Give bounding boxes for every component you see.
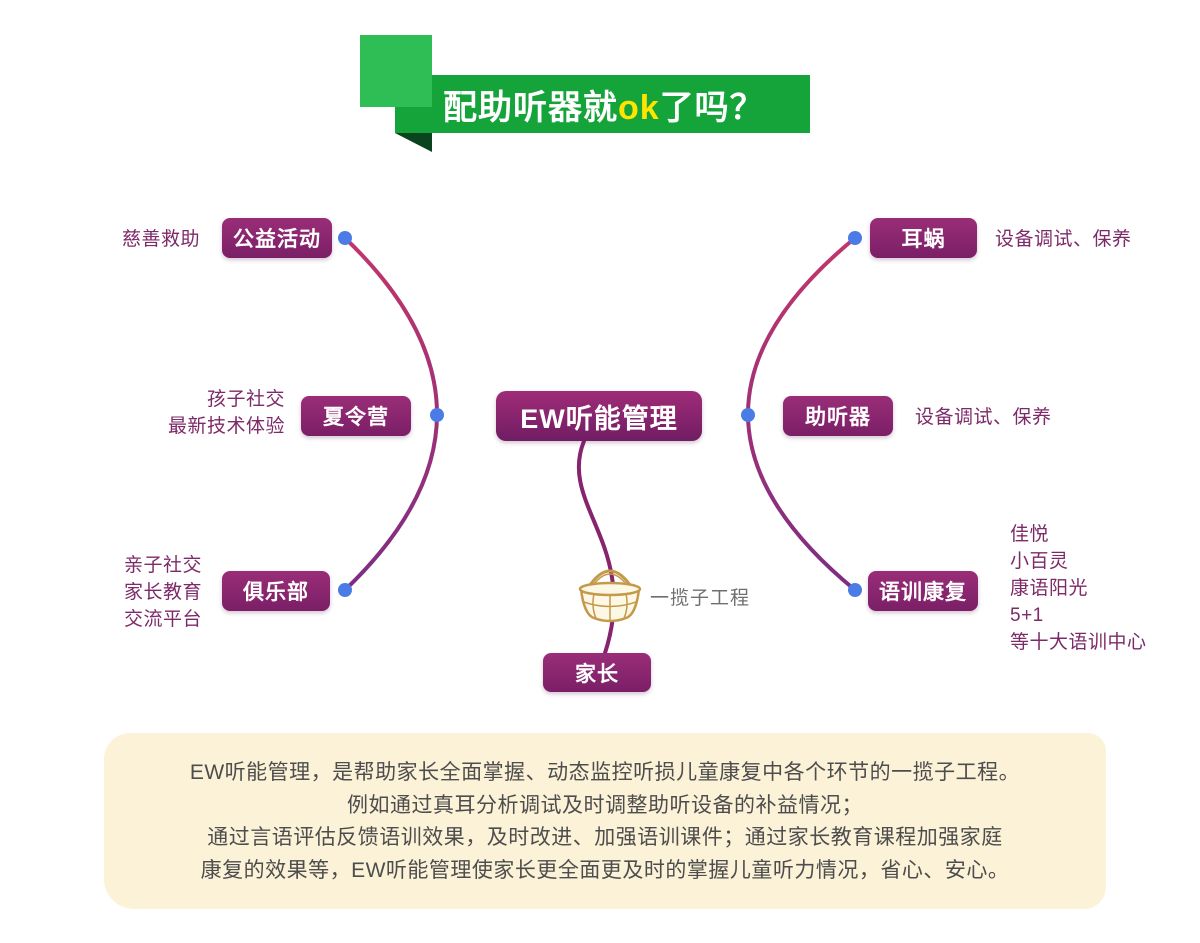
- basket-label: 一揽子工程: [650, 588, 751, 609]
- description-panel: EW听能管理，是帮助家长全面掌握、动态监控听损儿童康复中各个环节的一揽子工程。 …: [104, 733, 1106, 910]
- note-club-benefits: 亲子社交 家长教育 交流平台: [123, 555, 202, 630]
- page-title: 配助听器就ok了吗？: [443, 80, 765, 129]
- connector-dot: [338, 583, 352, 597]
- node-ew-hearing-management: EW听能管理: [496, 391, 702, 441]
- description-line: 通过言语评估反馈语训效果，及时改进、加强语训课件；通过家长教育课程加强家庭: [207, 826, 1003, 850]
- node-cochlear: 耳蜗: [870, 218, 977, 258]
- title-green-square: [360, 35, 432, 107]
- connector-dot: [848, 231, 862, 245]
- title-prefix: 配助听器就: [443, 88, 618, 127]
- note-rehab-centers: 佳悦 小百灵 康语阳光 5+1 等十大语训中心: [1010, 524, 1147, 653]
- node-hearing-aid: 助听器: [783, 396, 893, 436]
- description-line: 例如通过真耳分析调试及时调整助听设备的补益情况；: [347, 793, 863, 817]
- node-summer-camp: 夏令营: [301, 396, 411, 436]
- basket-icon: [572, 552, 648, 631]
- connector-dot: [848, 583, 862, 597]
- note-hearing-aid-service: 设备调试、保养: [915, 407, 1052, 428]
- connector-dot: [338, 231, 352, 245]
- note-cochlear-service: 设备调试、保养: [995, 229, 1132, 250]
- node-speech-rehab: 语训康复: [868, 571, 978, 611]
- note-summer-camp-benefits: 孩子社交 最新技术体验: [167, 389, 285, 437]
- title-highlight: ok: [618, 88, 660, 127]
- node-charity-activity: 公益活动: [222, 218, 332, 258]
- node-club: 俱乐部: [222, 571, 330, 611]
- connector-dot: [430, 408, 444, 422]
- note-charity-relief: 慈善救助: [121, 229, 200, 250]
- description-line: EW听能管理，是帮助家长全面掌握、动态监控听损儿童康复中各个环节的一揽子工程。: [189, 761, 1021, 784]
- title-suffix: 了吗？: [659, 88, 765, 127]
- connector-dot: [741, 408, 755, 422]
- title-banner: 配助听器就ok了吗？: [395, 75, 810, 133]
- node-parents: 家长: [543, 653, 651, 692]
- description-line: 康复的效果等，EW听能管理使家长更全面更及时的掌握儿童听力情况，省心、安心。: [200, 858, 1010, 882]
